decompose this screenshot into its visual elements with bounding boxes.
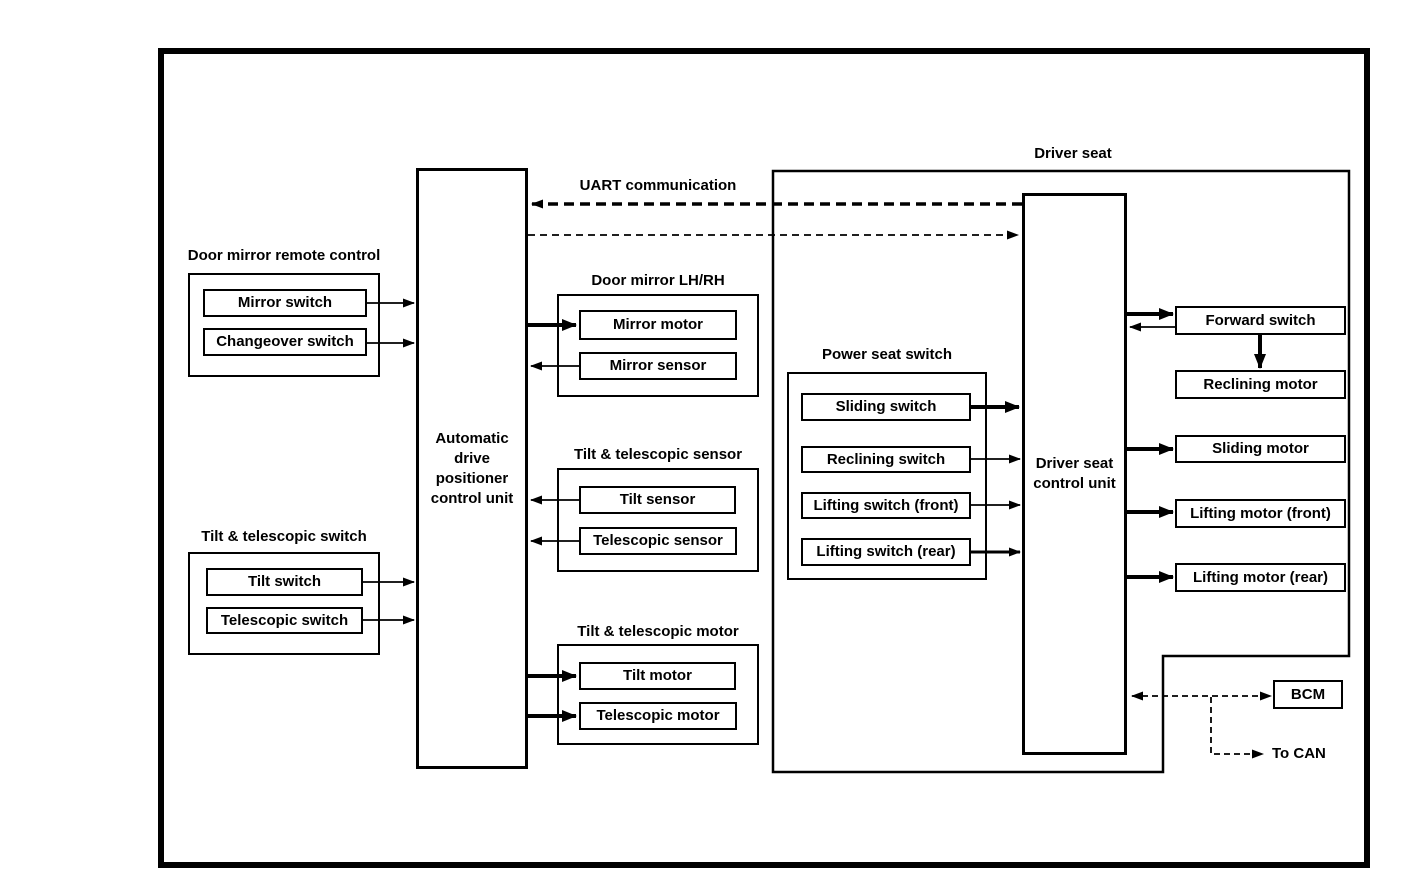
- group-door-mirror-remote-control: [188, 273, 380, 377]
- box-telescopic-sensor: Telescopic sensor: [579, 527, 737, 555]
- group-tilt-telescopic-switch: [188, 552, 380, 655]
- box-bcm: BCM: [1273, 680, 1343, 709]
- label-tilt-telescopic-switch: Tilt & telescopic switch: [201, 528, 367, 545]
- box-tilt-switch: Tilt switch: [206, 568, 363, 596]
- box-mirror-sensor: Mirror sensor: [579, 352, 737, 380]
- box-telescopic-motor: Telescopic motor: [579, 702, 737, 730]
- label-uart-communication: UART communication: [579, 177, 737, 194]
- box-reclining-switch: Reclining switch: [801, 446, 971, 473]
- unit-automatic-drive-positioner-control-unit: Automatic drive positioner control unit: [416, 168, 528, 769]
- diagram-border: [158, 48, 1370, 868]
- box-tilt-sensor: Tilt sensor: [579, 486, 736, 514]
- box-forward-switch: Forward switch: [1175, 306, 1346, 335]
- box-lifting-switch-front: Lifting switch (front): [801, 492, 971, 519]
- box-lifting-motor-rear: Lifting motor (rear): [1175, 563, 1346, 592]
- group-door-mirror-lhrh: [557, 294, 759, 397]
- label-to-can: To CAN: [1272, 745, 1326, 762]
- box-sliding-motor: Sliding motor: [1175, 435, 1346, 463]
- box-telescopic-switch: Telescopic switch: [206, 607, 363, 634]
- label-door-mirror-remote-control: Door mirror remote control: [187, 247, 381, 264]
- group-tilt-telescopic-sensor: [557, 468, 759, 572]
- box-sliding-switch: Sliding switch: [801, 393, 971, 421]
- box-mirror-motor: Mirror motor: [579, 310, 737, 340]
- box-changeover-switch: Changeover switch: [203, 328, 367, 356]
- box-lifting-motor-front: Lifting motor (front): [1175, 499, 1346, 528]
- label-driver-seat: Driver seat: [1034, 145, 1112, 162]
- label-door-mirror-lhrh: Door mirror LH/RH: [591, 272, 725, 289]
- box-lifting-switch-rear: Lifting switch (rear): [801, 538, 971, 566]
- group-tilt-telescopic-motor: [557, 644, 759, 745]
- label-tilt-telescopic-sensor: Tilt & telescopic sensor: [573, 446, 743, 463]
- box-reclining-motor: Reclining motor: [1175, 370, 1346, 399]
- label-power-seat-switch: Power seat switch: [821, 346, 953, 363]
- label-tilt-telescopic-motor: Tilt & telescopic motor: [577, 623, 739, 640]
- unit-driver-seat-control-unit: Driver seat control unit: [1022, 193, 1127, 755]
- box-mirror-switch: Mirror switch: [203, 289, 367, 317]
- box-tilt-motor: Tilt motor: [579, 662, 736, 690]
